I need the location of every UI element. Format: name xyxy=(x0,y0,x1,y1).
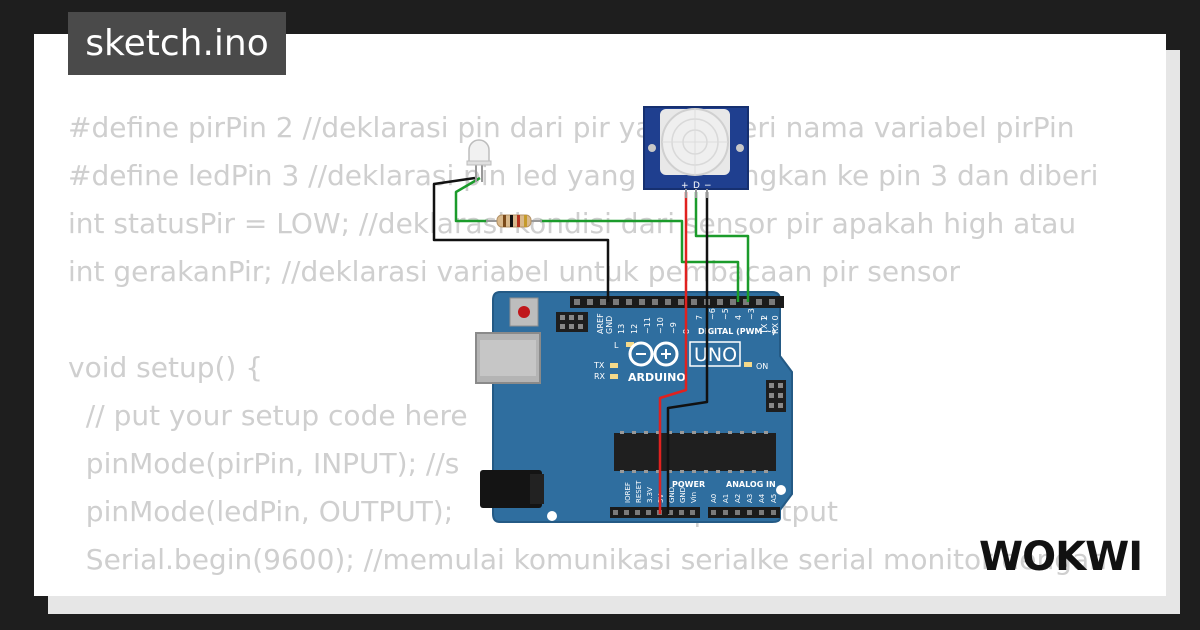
arduino-logo xyxy=(628,341,679,367)
pin-label: 2 xyxy=(760,315,769,320)
pin-label: Vin xyxy=(690,492,698,503)
pin-label: RESET xyxy=(635,480,643,503)
pir-pin-label: − xyxy=(704,181,712,191)
pin-label: A2 xyxy=(734,494,742,503)
pin-label: ~5 xyxy=(721,308,730,320)
wire-black-led-gnd[interactable] xyxy=(432,176,610,302)
code-line: int statusPir = LOW; //deklarasi kondisi… xyxy=(68,207,1077,240)
wires[interactable] xyxy=(432,176,750,514)
pin-label: GND xyxy=(605,316,614,334)
pin-label: TX 1 xyxy=(760,316,769,335)
wire-green-led-resistor[interactable] xyxy=(454,176,488,223)
pin-label: ~9 xyxy=(669,322,678,334)
dc-power-jack xyxy=(480,470,542,508)
pin-label: A5 xyxy=(770,494,778,503)
code-line: } xyxy=(68,591,86,596)
arduino-uno-board[interactable]: AREF GND 13 12 ~11 ~10 ~9 8 7 ~6 ~5 4 ~3… xyxy=(475,291,793,523)
pin-label: 4 xyxy=(734,315,743,320)
pin-label: A4 xyxy=(758,493,766,503)
power-section-label: POWER xyxy=(672,480,705,489)
wire-green-resistor-pin3[interactable] xyxy=(540,219,740,302)
pin-label: GND xyxy=(679,487,687,503)
wokwi-logo-text: WOKWI xyxy=(979,534,1142,580)
sketch-filename-tab: sketch.ino xyxy=(68,12,286,75)
pin-label: GND xyxy=(668,487,676,503)
on-led xyxy=(744,362,752,367)
led-component[interactable] xyxy=(466,139,492,182)
pin-label: 3.3V xyxy=(646,487,654,503)
pin-label: AREF xyxy=(596,313,605,334)
pir-pin-label: + xyxy=(681,181,689,191)
pin-label: ~6 xyxy=(708,308,717,320)
code-preview: #define pirPin 2 //deklarasi pin dari pi… xyxy=(68,104,1128,596)
wire-red-pir-5v[interactable] xyxy=(658,192,688,514)
code-line: int gerakanPir; //deklarasi variabel unt… xyxy=(68,255,961,288)
pin-label: IOREF xyxy=(624,482,632,503)
digital-section-label: DIGITAL (PWM ~) xyxy=(698,327,776,336)
pin-label: ~11 xyxy=(643,317,652,334)
code-line: Serial.begin(9600); //memulai komunikasi… xyxy=(68,543,1107,576)
pir-motion-sensor[interactable]: + D − xyxy=(643,106,749,198)
tx-led-label: TX xyxy=(593,361,605,370)
l-led xyxy=(626,342,634,347)
wire-black-pir-gnd[interactable] xyxy=(666,192,709,514)
l-led-label: L xyxy=(614,341,619,350)
pin-label: 7 xyxy=(695,315,704,320)
pin-label: ~3 xyxy=(747,308,756,320)
wokwi-logo: WOKWI xyxy=(979,534,1143,580)
code-line: // put your setup code here xyxy=(68,399,468,432)
pin-label: 12 xyxy=(630,324,639,334)
pin-label: RX 0 xyxy=(771,315,780,334)
rx-led xyxy=(610,374,618,379)
code-line: void setup() { xyxy=(68,351,264,384)
pin-label: A3 xyxy=(746,494,754,503)
pin-label: 13 xyxy=(617,324,626,334)
icsp-header xyxy=(556,312,588,332)
board-model: UNO xyxy=(694,344,737,366)
power-pin-header[interactable] xyxy=(610,507,700,518)
resistor-component[interactable] xyxy=(486,214,542,228)
on-led-label: ON xyxy=(756,362,768,371)
atmega-chip xyxy=(614,433,776,471)
pin-label: A0 xyxy=(710,494,718,503)
pir-pin-label: D xyxy=(693,181,700,191)
analog-pin-header[interactable] xyxy=(708,507,780,518)
wire-green-pir-data-pin2[interactable] xyxy=(694,192,750,302)
analog-section-label: ANALOG IN xyxy=(726,480,776,489)
pin-label: ~10 xyxy=(656,317,665,334)
pin-label: A1 xyxy=(722,494,730,503)
tx-led xyxy=(610,363,618,368)
rx-led-label: RX xyxy=(594,372,606,381)
arduino-logo-text: ARDUINO xyxy=(628,371,686,384)
